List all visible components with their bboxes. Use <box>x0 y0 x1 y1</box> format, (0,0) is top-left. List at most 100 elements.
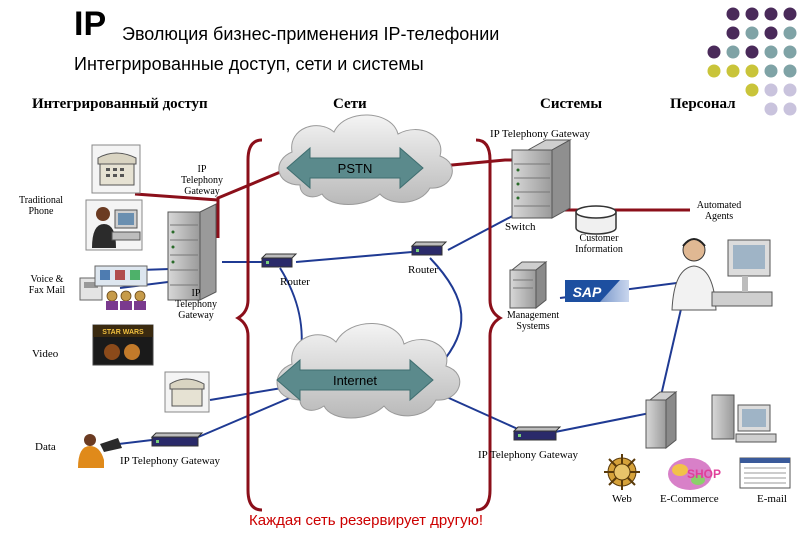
column-systems: Системы <box>540 96 603 112</box>
column-networks: Сети <box>333 96 367 112</box>
decorative-dot <box>745 26 759 40</box>
web-server-tower-icon <box>645 390 678 450</box>
email-computer-icon <box>711 394 777 443</box>
gateway-top-label: IP Telephony Gateway <box>490 128 591 140</box>
traditional-phone-line-2: Phone <box>28 206 54 217</box>
gateway-bottom-right-label: IP Telephony Gateway <box>478 449 579 461</box>
management-systems-line-2: Systems <box>516 321 550 332</box>
web-label: Web <box>612 493 632 505</box>
red-line-phone-to-gateway <box>134 192 219 202</box>
page-subtitle: Интегрированные доступ, сети и системы <box>74 54 424 74</box>
decorative-dot <box>726 45 740 59</box>
page-title: Эволюция бизнес-применения IP-телефонии <box>122 24 500 44</box>
customer-database-icon <box>575 205 617 235</box>
customer-info-label: Customer Information <box>575 233 623 255</box>
customer-info-line-1: Customer <box>579 233 619 244</box>
decorative-dot <box>726 7 740 21</box>
automated-agents-line-2: Agents <box>704 211 734 222</box>
gateway-bottom-right-icon <box>512 426 562 441</box>
shop-label: SHOP <box>687 467 721 481</box>
voice-fax-line-2: Fax Mail <box>28 285 66 296</box>
column-access: Интегрированный доступ <box>32 96 208 112</box>
decorative-dot <box>764 45 778 59</box>
blue-line-gateway-server <box>554 411 656 433</box>
gateway-rack-left <box>167 203 217 301</box>
decorative-dot <box>783 7 797 21</box>
section-braces <box>235 138 503 512</box>
router-left-icon <box>260 253 298 268</box>
router-right-label: Router <box>408 264 438 276</box>
gateway-mid-line-1: IP <box>197 164 207 175</box>
pstn-double-arrow <box>286 146 424 190</box>
left-brace <box>235 138 263 512</box>
email-window-image <box>739 457 791 489</box>
decorative-dot <box>783 26 797 40</box>
router-right-icon <box>410 241 448 256</box>
data-person-laptop-image <box>78 434 122 468</box>
gateway-bottom-left-icon <box>150 432 204 447</box>
right-brace <box>475 138 503 512</box>
person-computer-image <box>85 199 143 251</box>
gateway-bottom-left-label: IP Telephony Gateway <box>120 455 221 467</box>
decorative-dot <box>726 64 740 78</box>
ecommerce-label: E-Commerce <box>660 493 719 505</box>
pstn-cloud <box>278 114 453 205</box>
decorative-dot <box>764 102 778 116</box>
voice-fax-line-1: Voice & <box>30 274 64 285</box>
red-line-pstn-left <box>216 166 291 238</box>
gateway-low-line-1: IP <box>191 288 201 299</box>
web-mask-icon <box>604 454 640 490</box>
column-staff: Персонал <box>670 96 736 112</box>
decorative-dot-grid <box>707 7 797 116</box>
decorative-dot <box>745 83 759 97</box>
video-dvd-image <box>92 324 154 366</box>
decorative-dot <box>707 45 721 59</box>
gateway-mid-line-3: Gateway <box>184 186 220 197</box>
blue-line-router-switch <box>447 211 521 251</box>
email-label: E-mail <box>757 493 787 505</box>
decorative-dot <box>745 64 759 78</box>
internet-double-arrow <box>276 358 434 402</box>
agent-headset-image <box>671 238 773 311</box>
management-server-icon <box>509 260 548 310</box>
sap-label: SAP <box>573 284 602 300</box>
decorative-dot <box>783 83 797 97</box>
gateway-mid-line-2: Telephony <box>180 175 224 186</box>
traditional-phone-label: Traditional Phone <box>19 195 63 217</box>
dvd-label: STAR WARS <box>102 329 144 336</box>
phone-image-top <box>91 144 141 194</box>
footer-slogan: Каждая сеть резервирует другую! <box>249 512 483 529</box>
automated-agents-label: Automated Agents <box>697 200 741 222</box>
decorative-dot <box>783 45 797 59</box>
voice-fax-label: Voice & Fax Mail <box>29 274 65 296</box>
internet-label: Internet <box>333 373 377 388</box>
header-logo: IP <box>74 5 107 43</box>
decorative-dot <box>745 7 759 21</box>
phone-image-bottom <box>164 371 210 413</box>
gateway-mid-label: IP Telephony Gateway <box>181 164 223 197</box>
traditional-phone-line-1: Traditional <box>18 195 64 206</box>
router-left-label: Router <box>280 276 310 288</box>
sap-logo <box>565 280 629 302</box>
decorative-dot <box>783 102 797 116</box>
management-systems-label: Management Systems <box>507 310 559 332</box>
decorative-dot <box>764 7 778 21</box>
switch-label: Switch <box>505 221 536 233</box>
gateway-low-line-3: Gateway <box>178 310 214 321</box>
gateway-low-label: IP Telephony Gateway <box>175 288 217 321</box>
decorative-dot <box>745 45 759 59</box>
gateway-low-line-2: Telephony <box>174 299 218 310</box>
data-label: Data <box>35 441 56 453</box>
decorative-dot <box>764 64 778 78</box>
internet-cloud <box>276 323 461 419</box>
pstn-label: PSTN <box>338 161 373 176</box>
decorative-dot <box>783 64 797 78</box>
decorative-dot <box>764 83 778 97</box>
video-label: Video <box>32 348 59 360</box>
blue-line-router-internet-right <box>429 257 463 366</box>
switch-rack <box>511 139 572 219</box>
decorative-dot <box>707 64 721 78</box>
decorative-dot <box>764 26 778 40</box>
blue-line-routers <box>295 251 413 263</box>
